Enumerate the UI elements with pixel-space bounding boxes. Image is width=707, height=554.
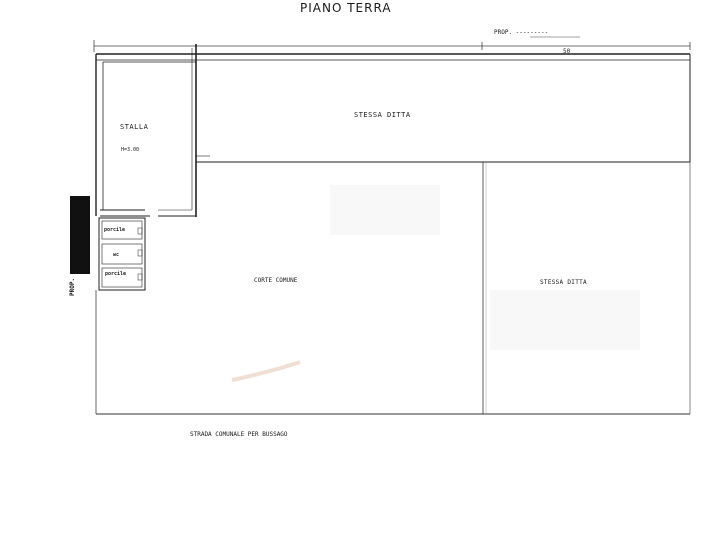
small-room-label: wc bbox=[113, 252, 120, 258]
stalla-label: STALLA bbox=[120, 123, 149, 131]
right-room-label: STESSA DITTA bbox=[540, 279, 587, 286]
road-label: STRADA COMUNALE PER BUSSAGO bbox=[190, 431, 288, 438]
small-room-label: porcile bbox=[104, 227, 126, 233]
plan-title: PIANO TERRA bbox=[300, 1, 392, 15]
neighbor-top-label: PROP. --------- bbox=[494, 29, 549, 36]
small-room-label: porcile bbox=[105, 271, 127, 277]
dimension-label: 50 bbox=[563, 48, 571, 55]
courtyard-label: CORTE COMUNE bbox=[254, 277, 298, 284]
main-room-label: STESSA DITTA bbox=[354, 111, 411, 119]
stalla-height-label: H=3.00 bbox=[121, 147, 140, 153]
neighbor-side-label: PROP. bbox=[69, 277, 76, 296]
